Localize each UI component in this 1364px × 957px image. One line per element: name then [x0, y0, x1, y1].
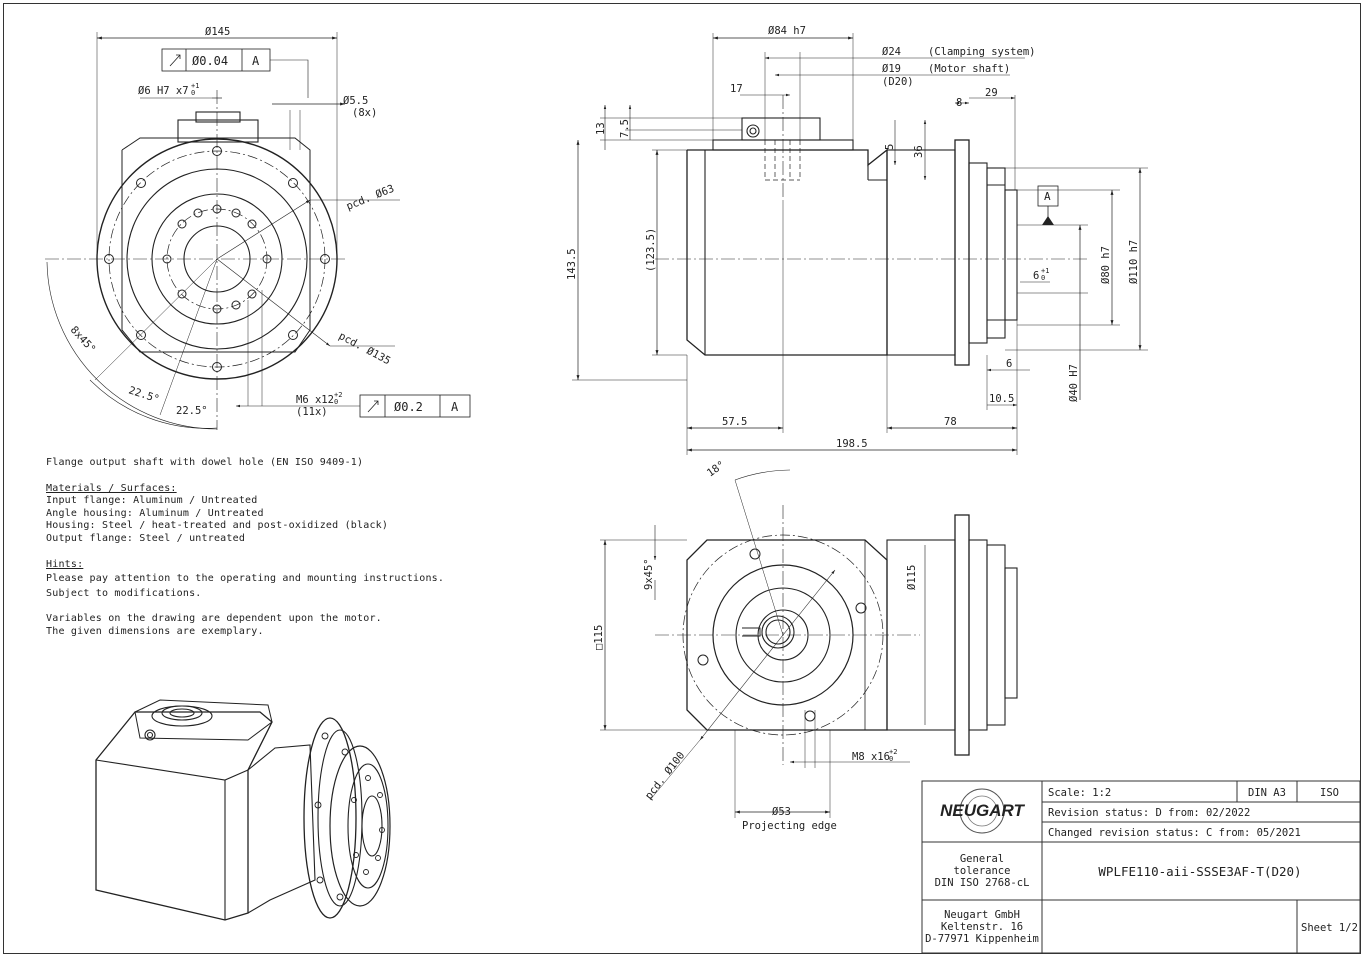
- angle-9x45: 9x45°: [643, 558, 655, 590]
- d20-label: (D20): [882, 76, 914, 88]
- thread-m8-tol-upper: +2: [889, 748, 897, 756]
- runout-datum: A: [252, 54, 260, 68]
- dim-dia-84h7: Ø84 h7: [768, 25, 806, 37]
- dim-6: 6: [1006, 358, 1012, 370]
- dim-dia-145: Ø145: [205, 26, 230, 38]
- dim-17: 17: [730, 83, 743, 95]
- dim-78: 78: [944, 416, 957, 428]
- dim-dia-40h7: Ø40 H7: [1068, 364, 1080, 402]
- thread-m8-tol-lower: 0: [889, 755, 893, 763]
- sheet-border: [3, 3, 1361, 954]
- thread-m6: M6 x12: [296, 394, 334, 406]
- hole-dia-5-5: Ø5.5: [343, 95, 368, 107]
- angle-22-5-b: 22.5°: [176, 405, 208, 417]
- dim-198-5: 198.5: [836, 438, 868, 450]
- projecting-edge-label: Projecting edge: [742, 820, 837, 832]
- general-tolerance-line-1: General: [960, 853, 1004, 865]
- thread-m6-count: (11x): [296, 406, 328, 418]
- general-tolerance-line-2: tolerance: [954, 865, 1011, 877]
- hole-count-8x: (8x): [352, 107, 377, 119]
- dim-57-5: 57.5: [722, 416, 747, 428]
- dim-dia-80h7: Ø80 h7: [1100, 246, 1112, 284]
- dim-10-5: 10.5: [989, 393, 1014, 405]
- thread-m6-tol-upper: +2: [334, 391, 342, 399]
- square-115: □115: [593, 625, 605, 650]
- scale-label: Scale: 1:2: [1048, 787, 1111, 799]
- pcd-135: pcd. Ø135: [337, 330, 393, 367]
- din-a3-label: DIN A3: [1248, 787, 1286, 799]
- top-view-labels: Ø145 Ø0.04 A Ø6 H7 x7 +1 0 Ø5.5 (8x) pcd…: [68, 26, 459, 418]
- pcd-100: pcd. Ø100: [643, 750, 687, 802]
- dim-123-5: (123.5): [645, 228, 657, 272]
- runout2-value: Ø0.2: [394, 400, 423, 414]
- variables-line: The given dimensions are exemplary.: [46, 625, 264, 637]
- dim-29: 29: [985, 87, 998, 99]
- dim-7-5: 7.5: [619, 119, 631, 138]
- dim-dia-24: Ø24: [882, 46, 901, 58]
- material-line: Output flange: Steel / untreated: [46, 532, 246, 544]
- drawing-notes: Flange output shaft with dowel hole (EN …: [46, 457, 444, 639]
- motor-shaft-label: (Motor shaft): [928, 63, 1010, 75]
- company-line-1: Neugart GmbH: [944, 909, 1020, 921]
- top-view: [45, 32, 471, 430]
- thread-m8: M8 x16: [852, 751, 890, 763]
- hint-line: Please pay attention to the operating an…: [46, 573, 445, 585]
- dim-6-tol-upper: +1: [1041, 267, 1049, 275]
- logo-gear-icon: [959, 788, 1005, 834]
- dim-dia-19: Ø19: [882, 63, 901, 75]
- company-line-2: Keltenstr. 16: [941, 921, 1023, 933]
- front-view-labels: 18° 9x45° □115 Ø115 pcd. Ø100 M8 x16 +2 …: [593, 459, 918, 832]
- materials-heading: Materials / Surfaces:: [46, 482, 177, 494]
- front-view: [600, 469, 1018, 818]
- material-line: Angle housing: Aluminum / Untreated: [46, 507, 264, 519]
- title-block: [921, 780, 1361, 954]
- hint-line: Subject to modifications.: [46, 587, 202, 599]
- dim-dia-115: Ø115: [906, 565, 918, 590]
- angle-18: 18°: [705, 459, 727, 480]
- part-number: WPLFE110-aii-SSSE3AF-T(D20): [1098, 864, 1301, 879]
- general-tolerance-line-3: DIN ISO 2768-cL: [935, 877, 1030, 889]
- iso-label: ISO: [1320, 787, 1339, 799]
- dowel-tol-upper: +1: [191, 82, 199, 90]
- dim-13: 13: [595, 122, 607, 135]
- angle-8x45: 8x45°: [68, 324, 98, 356]
- title-block-labels: NEUGART Scale: 1:2 DIN A3 ISO Revision s…: [925, 787, 1358, 945]
- runout-value: Ø0.04: [192, 54, 228, 68]
- material-line: Input flange: Aluminum / Untreated: [46, 495, 258, 507]
- dowel-tol-lower: 0: [191, 89, 195, 97]
- sheet-number: Sheet 1/2: [1301, 922, 1358, 934]
- hints-heading: Hints:: [46, 558, 84, 570]
- datum-a-label: A: [1044, 190, 1051, 203]
- dim-dia-110h7: Ø110 h7: [1128, 240, 1140, 284]
- dim-6-tol-lower: 0: [1041, 274, 1045, 282]
- dim-8: 8: [956, 97, 962, 109]
- revision-status: Revision status: D from: 02/2022: [1048, 807, 1250, 819]
- dim-dia-53: Ø53: [772, 806, 791, 818]
- logo-text: NEUGART: [940, 801, 1025, 820]
- runout2-datum: A: [451, 400, 459, 414]
- company-line-3: D-77971 Kippenheim: [925, 933, 1039, 945]
- clamping-system-label: (Clamping system): [928, 46, 1035, 58]
- side-view: [572, 33, 1148, 455]
- pcd-63: pcd. Ø63: [345, 183, 396, 213]
- changed-revision-status: Changed revision status: C from: 05/2021: [1048, 827, 1301, 839]
- isometric-view: [95, 699, 391, 921]
- dim-143-5: 143.5: [566, 248, 578, 280]
- dim-6-tol: 6: [1033, 270, 1039, 282]
- variables-line: Variables on the drawing are dependent u…: [46, 613, 382, 625]
- material-line: Housing: Steel / heat-treated and post-o…: [46, 520, 389, 532]
- angle-22-5-a: 22.5°: [127, 384, 161, 405]
- side-view-labels: Ø84 h7 Ø24 (Clamping system) Ø19 (Motor …: [566, 25, 1140, 450]
- thread-m6-tol-lower: 0: [334, 398, 338, 406]
- dim-36: 36: [913, 145, 925, 158]
- dim-5: 5: [884, 144, 896, 150]
- dowel-hole-spec: Ø6 H7 x7: [138, 85, 189, 97]
- note-flange-output: Flange output shaft with dowel hole (EN …: [46, 457, 364, 468]
